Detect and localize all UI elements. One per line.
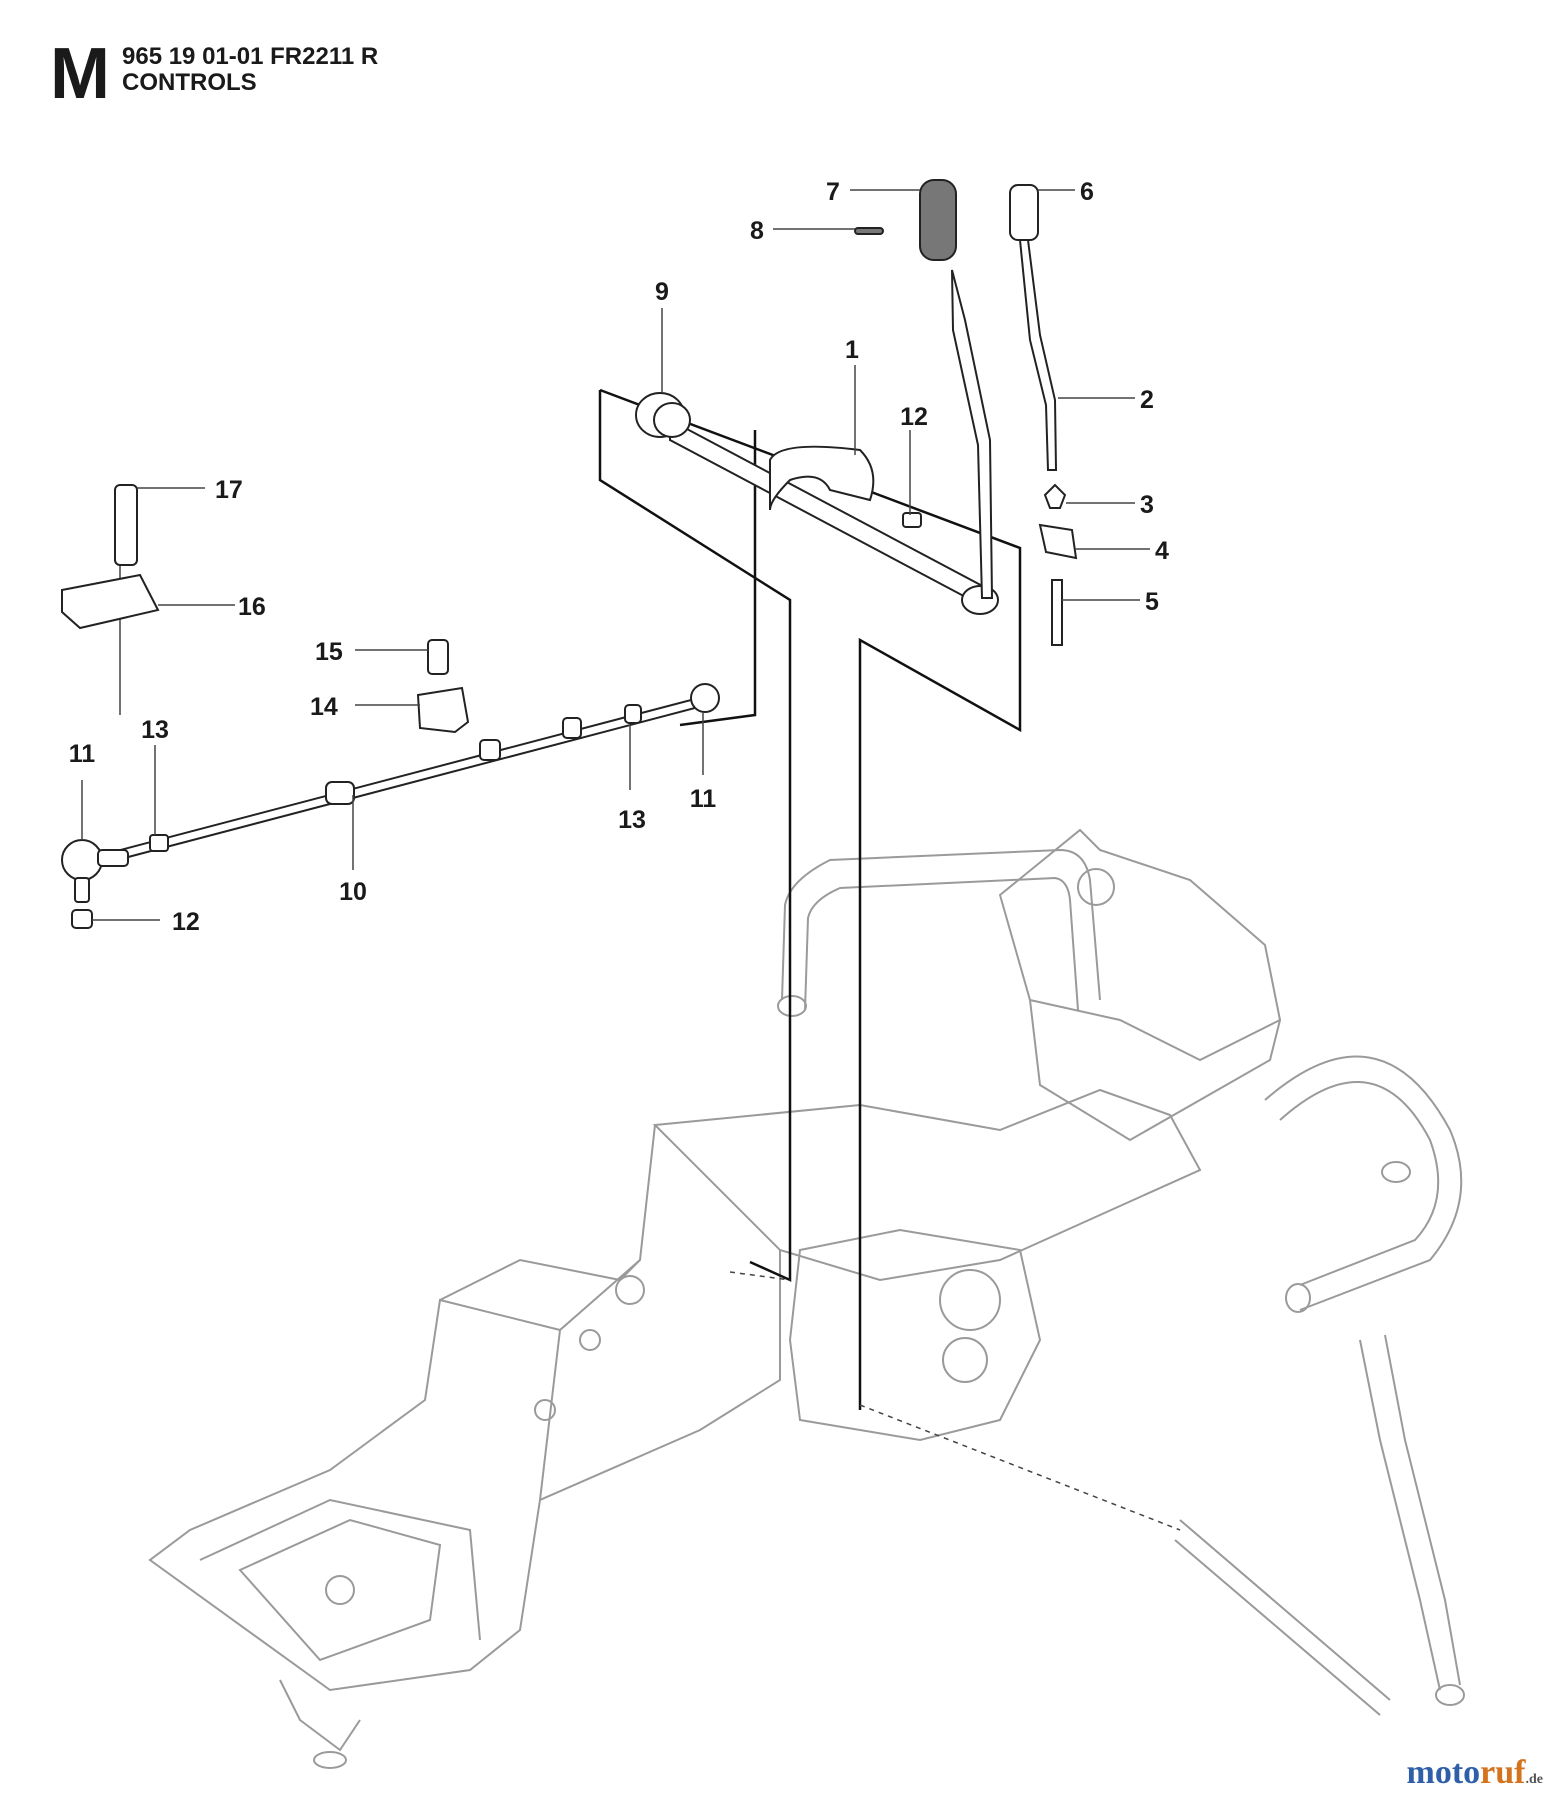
- callout-13-left: 13: [141, 716, 169, 744]
- callout-11-right: 11: [690, 785, 717, 813]
- callout-3: 3: [1140, 491, 1154, 519]
- callout-10: 10: [339, 878, 367, 906]
- callout-5: 5: [1145, 588, 1159, 616]
- shift-shaft-assembly: [635, 179, 1078, 646]
- callout-2: 2: [1140, 386, 1154, 414]
- callout-6: 6: [1080, 178, 1094, 206]
- callout-labels: 1 2 3 4 5 6 7 8 9 10 11 11 12 12 13 13 1…: [69, 178, 1169, 936]
- callout-8: 8: [750, 217, 764, 245]
- callout-13-right: 13: [618, 806, 646, 834]
- tractor-frame: [148, 828, 1465, 1769]
- callout-9: 9: [655, 278, 669, 306]
- callout-1: 1: [845, 336, 859, 364]
- callout-15: 15: [315, 638, 343, 666]
- callout-17: 17: [215, 476, 243, 504]
- header-text: 965 19 01-01 FR2211 R CONTROLS: [122, 44, 378, 96]
- callout-12-lower: 12: [172, 908, 200, 936]
- callout-leaders: [81, 189, 1150, 921]
- callout-12-upper: 12: [900, 403, 928, 431]
- callout-4: 4: [1155, 537, 1169, 565]
- watermark-logo: motoruf.de: [1406, 1754, 1543, 1791]
- part-number-line: 965 19 01-01 FR2211 R: [122, 43, 379, 70]
- section-letter: M: [50, 34, 110, 114]
- callout-16: 16: [238, 593, 266, 621]
- callout-14: 14: [310, 693, 338, 721]
- diagram-title: CONTROLS: [122, 69, 257, 96]
- assembly-guide-lines: [119, 388, 1181, 1531]
- cable-assembly: [61, 484, 720, 929]
- callout-11-left: 11: [69, 740, 96, 768]
- callout-7: 7: [826, 178, 840, 206]
